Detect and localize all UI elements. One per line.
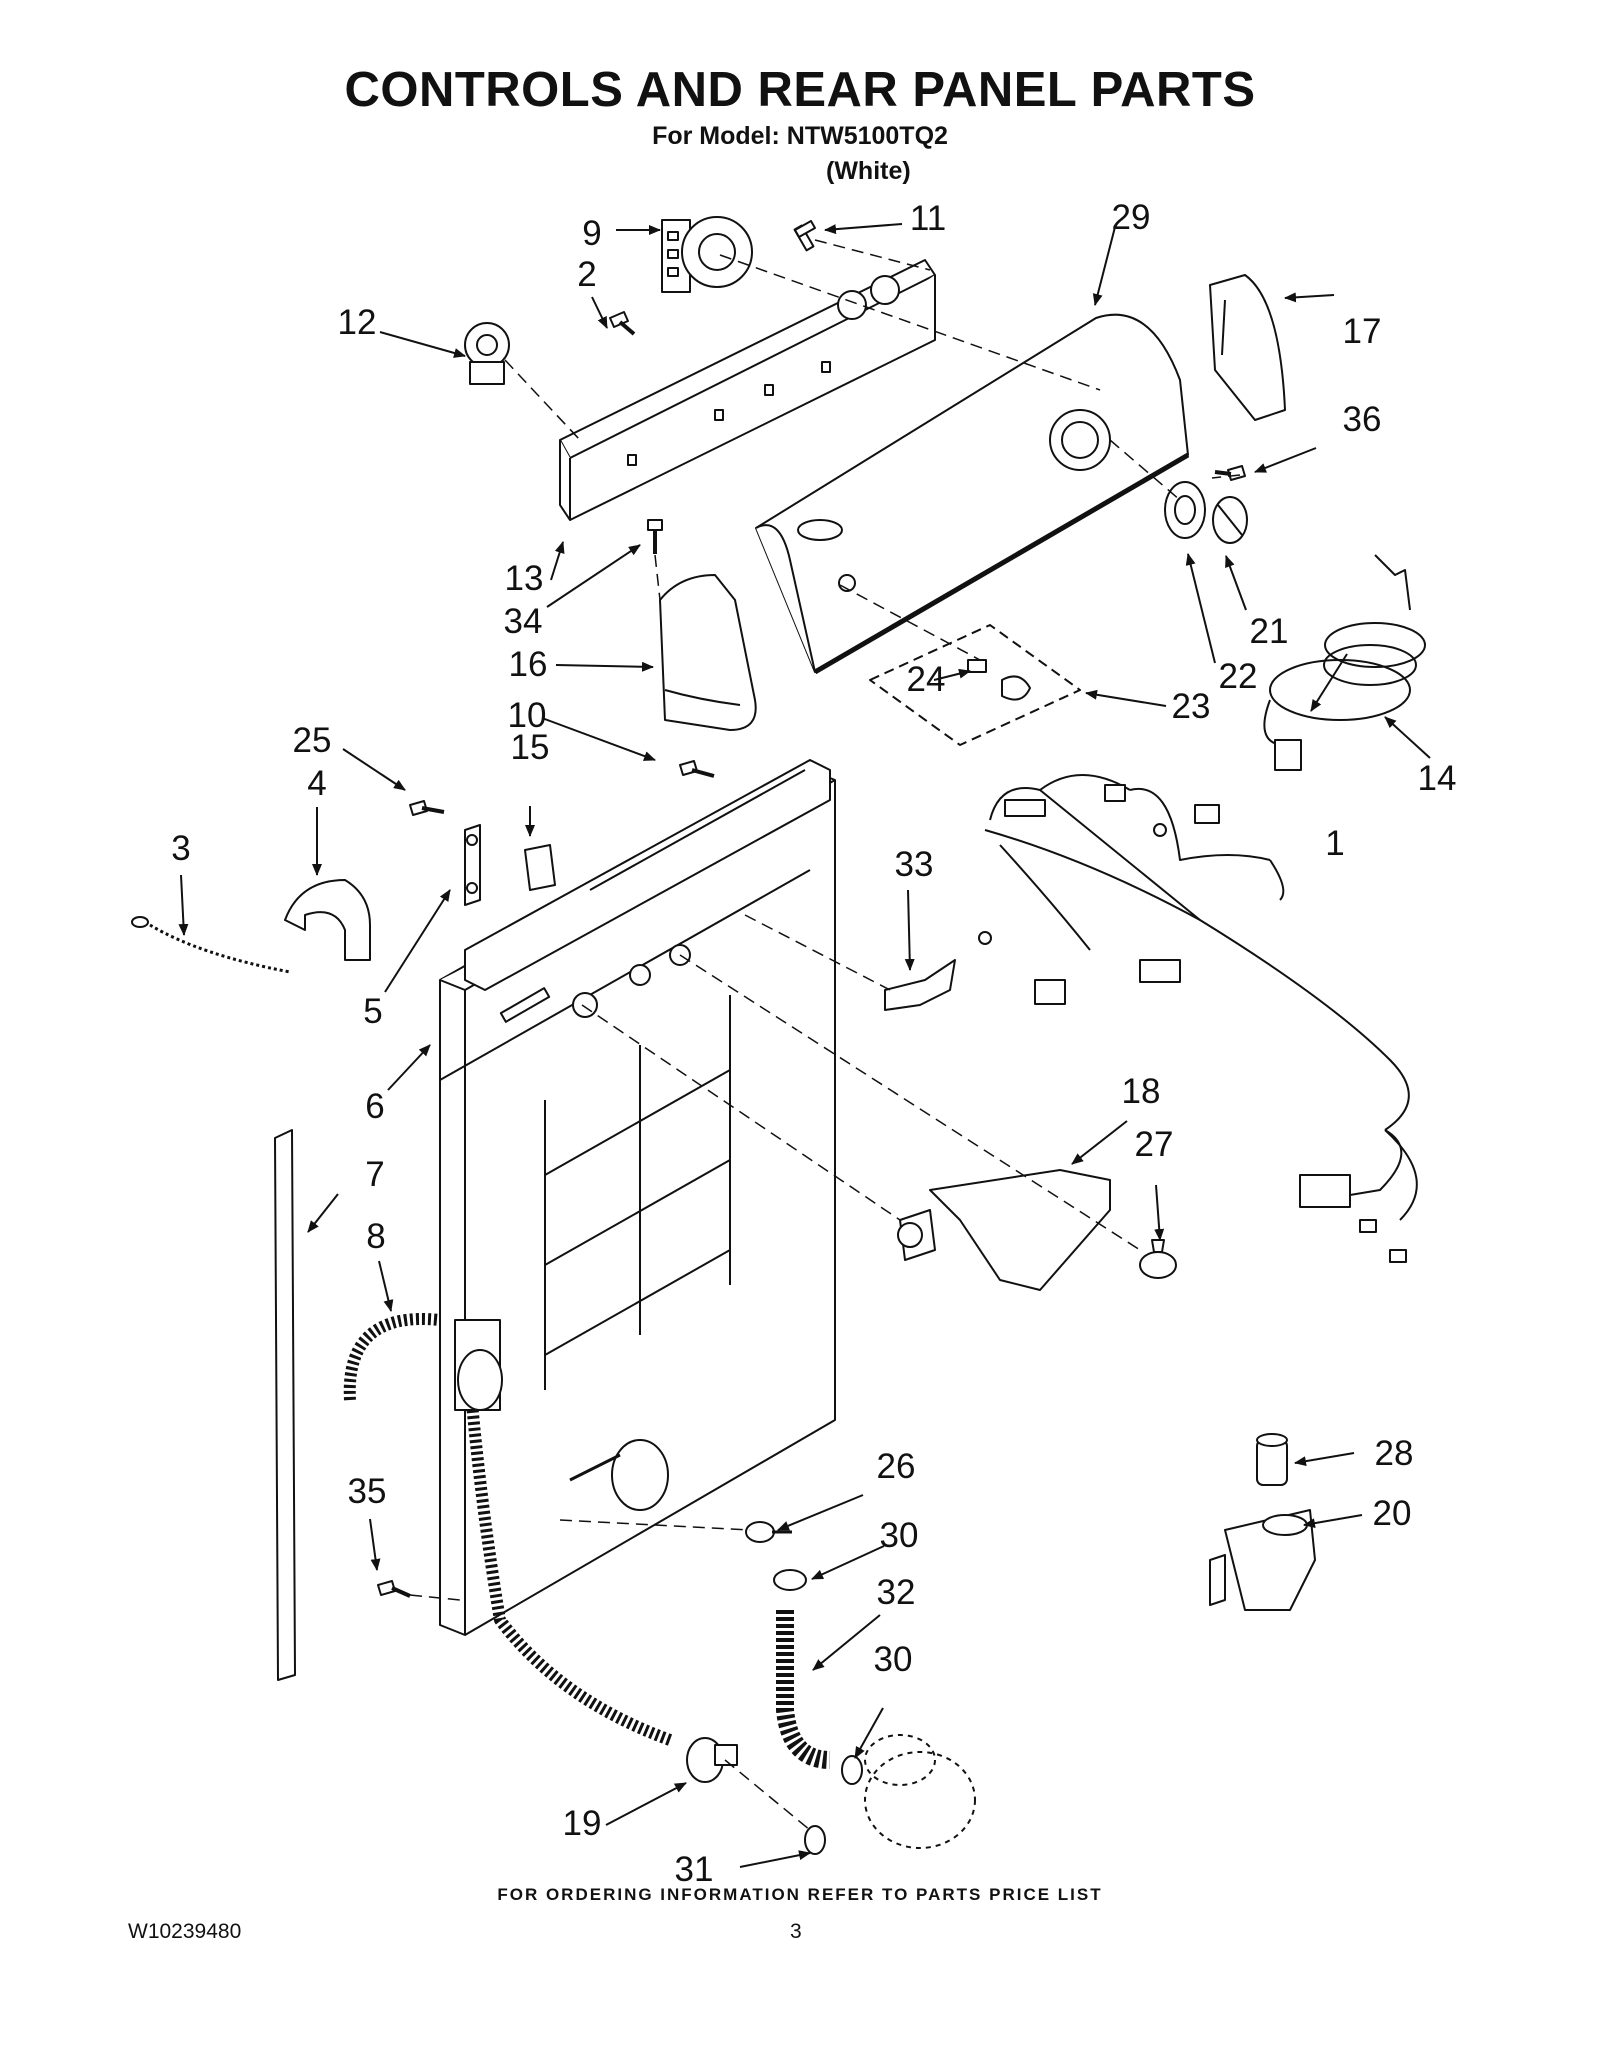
- console-cap-part: [659, 574, 757, 731]
- callout-16: 16: [509, 645, 548, 684]
- end-cap-part: [1209, 274, 1286, 421]
- screw-part-10: [679, 760, 715, 778]
- callout-30-top: 30: [880, 1516, 919, 1555]
- clamp-ring-part-30-top: [773, 1569, 807, 1591]
- callout-33: 33: [895, 845, 934, 884]
- ordering-note: FOR ORDERING INFORMATION REFER TO PARTS …: [497, 1885, 1103, 1904]
- screw-part-11: [793, 220, 816, 252]
- callout-30-bottom: 30: [874, 1640, 913, 1679]
- model-number: For Model: NTW5100TQ2: [652, 122, 948, 150]
- strap-part: [464, 824, 481, 906]
- screw-part-35: [377, 1580, 411, 1598]
- callout-8: 8: [366, 1217, 385, 1256]
- clamp-part: [284, 879, 371, 961]
- callout-11: 11: [910, 199, 946, 238]
- option-kit-outline: [869, 624, 1081, 746]
- console-bracket-part: [559, 259, 936, 521]
- capacitor-part: [1256, 1433, 1288, 1486]
- screw-part-2: [609, 311, 636, 336]
- document-number: W10239480: [128, 1920, 242, 1943]
- clamp-ring-part-30-bottom: [841, 1755, 863, 1785]
- callout-29: 29: [1112, 198, 1151, 237]
- callout-24: 24: [907, 660, 946, 699]
- side-trim-part: [274, 1129, 296, 1681]
- page-number: 3: [790, 1920, 802, 1943]
- callout-6: 6: [365, 1087, 384, 1126]
- callout-2: 2: [577, 255, 596, 294]
- callout-17: 17: [1343, 312, 1382, 351]
- callout-1: 1: [1325, 824, 1344, 863]
- screw-part-25: [409, 800, 445, 816]
- plug-part: [745, 1521, 792, 1543]
- callout-27: 27: [1135, 1125, 1174, 1164]
- callout-10: 10: [508, 696, 547, 735]
- callout-26: 26: [877, 1447, 916, 1486]
- callout-21: 21: [1250, 612, 1289, 651]
- pump-reference-outline: [864, 1734, 976, 1849]
- water-valve-part: [897, 1169, 1111, 1291]
- callout-4: 4: [307, 764, 326, 803]
- screw-part-34: [647, 519, 663, 554]
- callout-5: 5: [363, 992, 382, 1031]
- callout-25: 25: [293, 721, 332, 760]
- callout-14: 14: [1418, 759, 1457, 798]
- wire-harness-part: [978, 774, 1418, 1263]
- top-channel-part: [464, 759, 831, 991]
- page-title: CONTROLS AND REAR PANEL PARTS: [344, 63, 1256, 117]
- grommet-part: [1139, 1239, 1177, 1279]
- callout-20: 20: [1373, 1494, 1412, 1533]
- inlet-hose-part: [343, 1313, 673, 1746]
- clip-part: [524, 844, 556, 891]
- callout-23: 23: [1172, 687, 1211, 726]
- console-housing-part: [755, 313, 1190, 675]
- leader-arrows: [178, 223, 1431, 1868]
- callout-36: 36: [1343, 400, 1382, 439]
- callout-34: 34: [504, 602, 543, 641]
- callout-18: 18: [1122, 1072, 1161, 1111]
- ground-strap-part: [131, 916, 291, 974]
- callout-7: 7: [365, 1155, 384, 1194]
- callout-3: 3: [171, 829, 190, 868]
- hose-bracket-part: [884, 959, 956, 1011]
- callout-15: 15: [511, 728, 550, 767]
- callout-28: 28: [1375, 1434, 1414, 1473]
- callout-31: 31: [675, 1850, 714, 1889]
- callout-32: 32: [877, 1573, 916, 1612]
- callout-13: 13: [505, 559, 544, 598]
- motor-part: [1209, 1509, 1316, 1611]
- clamp-ring-part-31: [804, 1825, 826, 1855]
- alignment-lines: [409, 239, 1241, 1831]
- model-color: (White): [826, 157, 911, 185]
- drain-hose-part: [776, 1610, 831, 1769]
- callout-labels: 1 2 3 4 5 6 7 8 9 10 11 12 13 14 15 16 1…: [171, 198, 1456, 1889]
- knob-part: [1212, 496, 1248, 544]
- pressure-switch-part: [464, 322, 510, 385]
- callout-19: 19: [563, 1804, 602, 1843]
- callout-35: 35: [348, 1472, 387, 1511]
- knob-skirt-part: [1164, 481, 1206, 539]
- hose-clamp-part: [686, 1737, 738, 1783]
- callout-12: 12: [338, 303, 377, 342]
- callout-22: 22: [1219, 657, 1258, 696]
- power-cord-part: [1263, 554, 1426, 771]
- connector-part-24: [967, 659, 987, 673]
- callout-9: 9: [582, 214, 601, 253]
- timer-part: [661, 216, 753, 293]
